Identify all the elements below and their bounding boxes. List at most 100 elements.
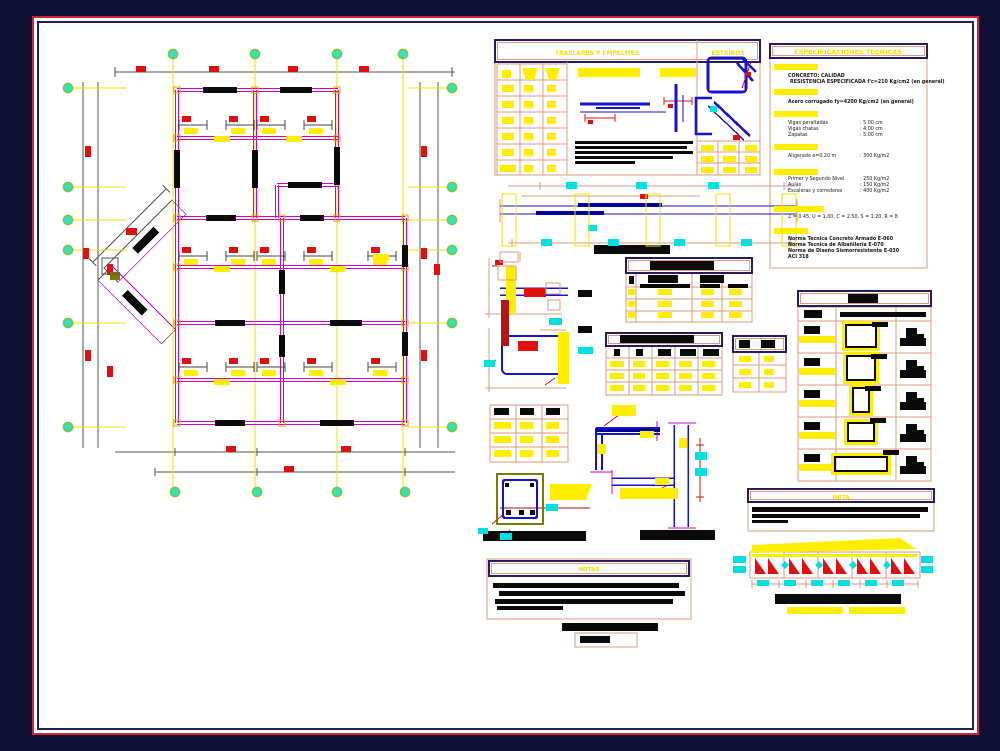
drawing-text: : 5.00 cm (860, 120, 883, 126)
brick-hatch (891, 558, 902, 574)
red-block (359, 66, 369, 72)
navy-block (536, 211, 604, 215)
column-section-glow (831, 453, 891, 475)
column-node (401, 319, 409, 327)
column-node (173, 134, 181, 142)
yellow-block (524, 101, 533, 108)
panel-title-bar (768, 42, 929, 60)
dim-diamond (781, 561, 789, 569)
darkred-block (501, 300, 509, 346)
black-block (650, 261, 714, 270)
yellow-block (502, 85, 514, 92)
yellow-block (547, 165, 556, 172)
yellow-block (739, 356, 751, 362)
pinkStroke-block (545, 282, 561, 295)
column-label (804, 454, 820, 462)
cyan-block (636, 182, 647, 189)
column-node (173, 319, 181, 327)
yellow-block (547, 149, 556, 156)
column-section (845, 324, 877, 348)
yellow-block (701, 145, 714, 151)
cyan-block (484, 360, 495, 367)
highlight-shape (550, 484, 592, 500)
grid-bubble (62, 181, 74, 193)
column-label (804, 326, 820, 334)
column-label (804, 422, 820, 430)
black-block (203, 87, 237, 93)
ramp-label-block (132, 226, 160, 254)
drawing-text: NOTAS (579, 567, 600, 573)
red-block (126, 228, 137, 235)
drawing-text: Zapatas (788, 132, 808, 138)
black-block (575, 151, 693, 154)
yellow-block (610, 373, 624, 379)
footing-icon (900, 466, 926, 474)
yellow-block (656, 373, 669, 379)
column-node (333, 86, 341, 94)
yellow-block (286, 136, 302, 142)
yellow-block (702, 373, 715, 379)
dim-diamond (883, 561, 891, 569)
olive-block (110, 272, 120, 280)
column-node (333, 214, 341, 222)
grid-bubble (169, 486, 181, 498)
column-node (251, 86, 259, 94)
hook-label (871, 354, 887, 359)
black-block (640, 530, 715, 540)
yellow-block (330, 379, 346, 385)
pinkStroke-block (499, 251, 519, 263)
yellow-block (610, 361, 624, 367)
yellow-block (520, 422, 533, 429)
column-section-detail (496, 473, 544, 525)
drawing-text: : 4.00 cm (860, 126, 883, 132)
yellow-block (524, 85, 533, 92)
yellow-block (502, 149, 514, 156)
brick-hatch (857, 558, 868, 574)
yellow-block (656, 385, 669, 391)
cyan-block (500, 533, 512, 540)
black-block (575, 141, 693, 144)
red-block (495, 260, 503, 265)
yellow-block (578, 68, 640, 77)
black-block (320, 420, 354, 426)
yellow-block (546, 436, 559, 443)
yellow-block (547, 85, 556, 92)
black-block (752, 514, 920, 518)
yellow-block (701, 156, 714, 162)
red-block (136, 66, 146, 72)
yellowStroke-block (501, 193, 517, 247)
black-block (752, 520, 788, 523)
column-label (804, 358, 820, 366)
yellow-block (658, 312, 672, 318)
yellow-block (214, 136, 230, 142)
black-block (620, 335, 694, 343)
yellow-block (655, 478, 669, 485)
black-block (206, 215, 236, 221)
yellow-block (787, 607, 843, 614)
table-grid (489, 404, 569, 463)
cyan-block (546, 504, 558, 511)
yellow-block (745, 145, 757, 151)
pinkStroke-block (497, 265, 517, 281)
column-section (847, 422, 875, 442)
yellow-block (524, 133, 533, 140)
cyan-block (708, 182, 719, 189)
yellow-block (658, 289, 672, 295)
yellow-block (502, 101, 514, 108)
yellow-block (330, 266, 346, 272)
black-block (752, 507, 928, 512)
yellowStroke-block (645, 193, 661, 247)
yellow-block (701, 301, 714, 307)
stirrup-hook-detail (694, 96, 751, 141)
yellow-block (494, 422, 511, 429)
cyan-block (674, 239, 685, 246)
cyan-block (588, 225, 597, 231)
black-block (334, 147, 340, 185)
black-block (505, 483, 509, 487)
black-block (636, 349, 643, 356)
cyan-block (733, 566, 746, 573)
yellow-block (849, 607, 905, 614)
black-block (580, 636, 610, 643)
grid-bubble (62, 421, 74, 433)
